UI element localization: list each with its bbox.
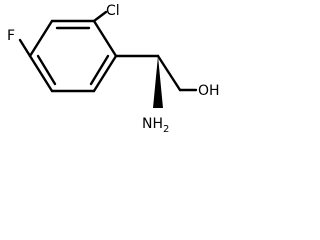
chemical-structure: F Cl OH NH2 [7, 3, 220, 135]
ch2-bond [156, 54, 182, 92]
ring-double-bond-right [89, 54, 110, 86]
ring-bond-c5-c6 [28, 54, 54, 93]
hydroxyl-label: OH [198, 83, 220, 99]
ring-bond-c6-c1 [28, 19, 54, 58]
ring-double-bond-left [36, 54, 57, 86]
amine-label: NH2 [142, 116, 169, 135]
fluorine-bond [18, 38, 32, 58]
ring-bond-c3-c4 [92, 54, 118, 93]
benzene-ring [28, 19, 118, 93]
wedge-bond [153, 56, 163, 108]
chlorine-label: Cl [106, 3, 120, 19]
amine-subscript: 2 [163, 124, 169, 135]
chlorine-bond [92, 10, 108, 23]
fluorine-label: F [7, 28, 15, 44]
ring-bond-c2-c3 [92, 19, 118, 58]
amine-label-text: NH [142, 116, 163, 132]
